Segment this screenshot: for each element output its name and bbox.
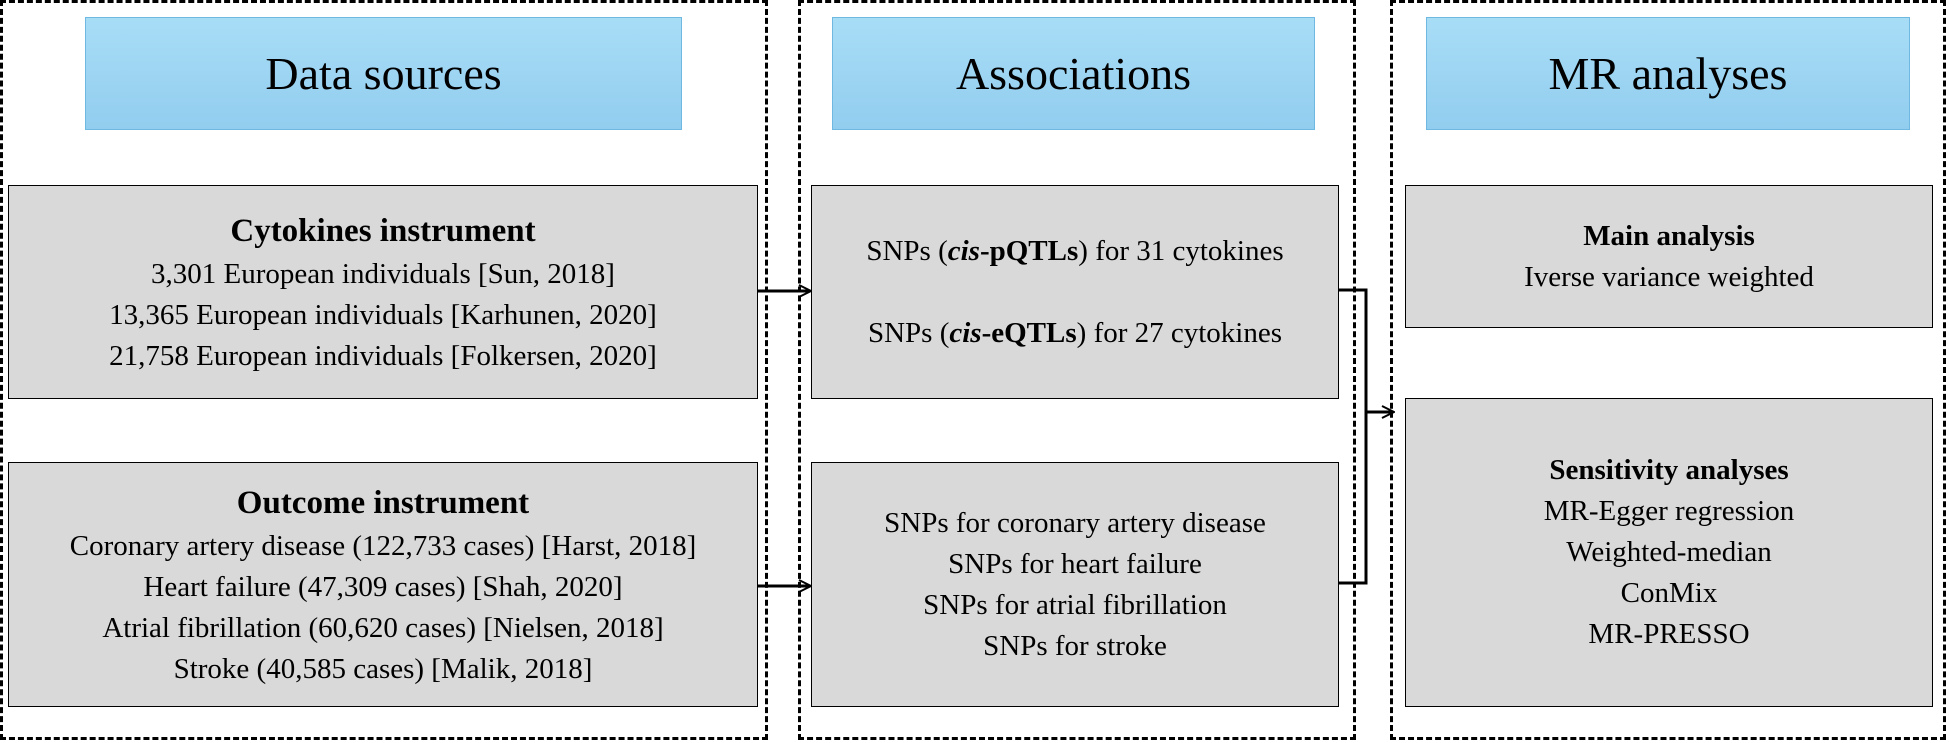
cytokines-source-line: 3,301 European individuals [Sun, 2018] (151, 257, 615, 290)
associations-header: Associations (832, 17, 1315, 130)
main-analysis-box: Main analysis Iverse variance weighted (1405, 185, 1933, 328)
mr-analyses-column (1390, 0, 1946, 740)
data-sources-header-label: Data sources (265, 48, 502, 99)
associations-bracket (1339, 288, 1368, 585)
cytokines-instrument-box: Cytokines instrument 3,301 European indi… (8, 185, 758, 399)
cytokines-source-line: 13,365 European individuals [Karhunen, 2… (109, 298, 657, 331)
mr-analyses-header: MR analyses (1426, 17, 1910, 130)
outcome-source-line: Heart failure (47,309 cases) [Shah, 2020… (143, 570, 623, 603)
outcome-snps-box: SNPs for coronary artery disease SNPs fo… (811, 462, 1339, 707)
outcome-snps-line: SNPs for heart failure (948, 547, 1202, 580)
main-analysis-method: Iverse variance weighted (1524, 260, 1814, 293)
outcome-snps-line: SNPs for coronary artery disease (884, 506, 1266, 539)
sensitivity-method: Weighted-median (1566, 536, 1772, 568)
sensitivity-method: MR-Egger regression (1543, 495, 1795, 527)
main-analysis-title: Main analysis (1583, 219, 1755, 252)
outcome-instrument-box: Outcome instrument Coronary artery disea… (8, 462, 758, 707)
associations-header-label: Associations (955, 48, 1192, 99)
data-sources-column (0, 0, 768, 740)
outcome-snps-line: SNPs for stroke (983, 629, 1167, 662)
outcome-source-line: Coronary artery disease (122,733 cases) … (69, 529, 697, 562)
mr-analyses-header-label: MR analyses (1548, 48, 1788, 99)
eqtl-snps-line: SNPs (cis-eQTLs) for 27 cytokines (867, 317, 1283, 349)
outcome-source-line: Stroke (40,585 cases) [Malik, 2018] (173, 652, 593, 685)
cytokines-instrument-title: Cytokines instrument (230, 212, 536, 249)
outcome-instrument-title: Outcome instrument (236, 484, 530, 521)
outcome-source-line: Atrial fibrillation (60,620 cases) [Niel… (102, 611, 664, 644)
data-sources-header: Data sources (85, 17, 682, 130)
sensitivity-method: MR-PRESSO (1588, 618, 1750, 650)
associations-column (798, 0, 1356, 740)
pqtl-snps-line: SNPs (cis-pQTLs) for 31 cytokines (866, 235, 1284, 267)
sensitivity-analyses-title: Sensitivity analyses (1549, 454, 1789, 486)
cytokines-source-line: 21,758 European individuals [Folkersen, … (109, 339, 657, 372)
outcome-snps-line: SNPs for atrial fibrillation (923, 588, 1227, 621)
cytokine-snps-box: SNPs (cis-pQTLs) for 31 cytokines SNPs (… (811, 185, 1339, 399)
sensitivity-method: ConMix (1620, 577, 1718, 609)
sensitivity-analyses-box: Sensitivity analyses MR-Egger regression… (1405, 398, 1933, 707)
